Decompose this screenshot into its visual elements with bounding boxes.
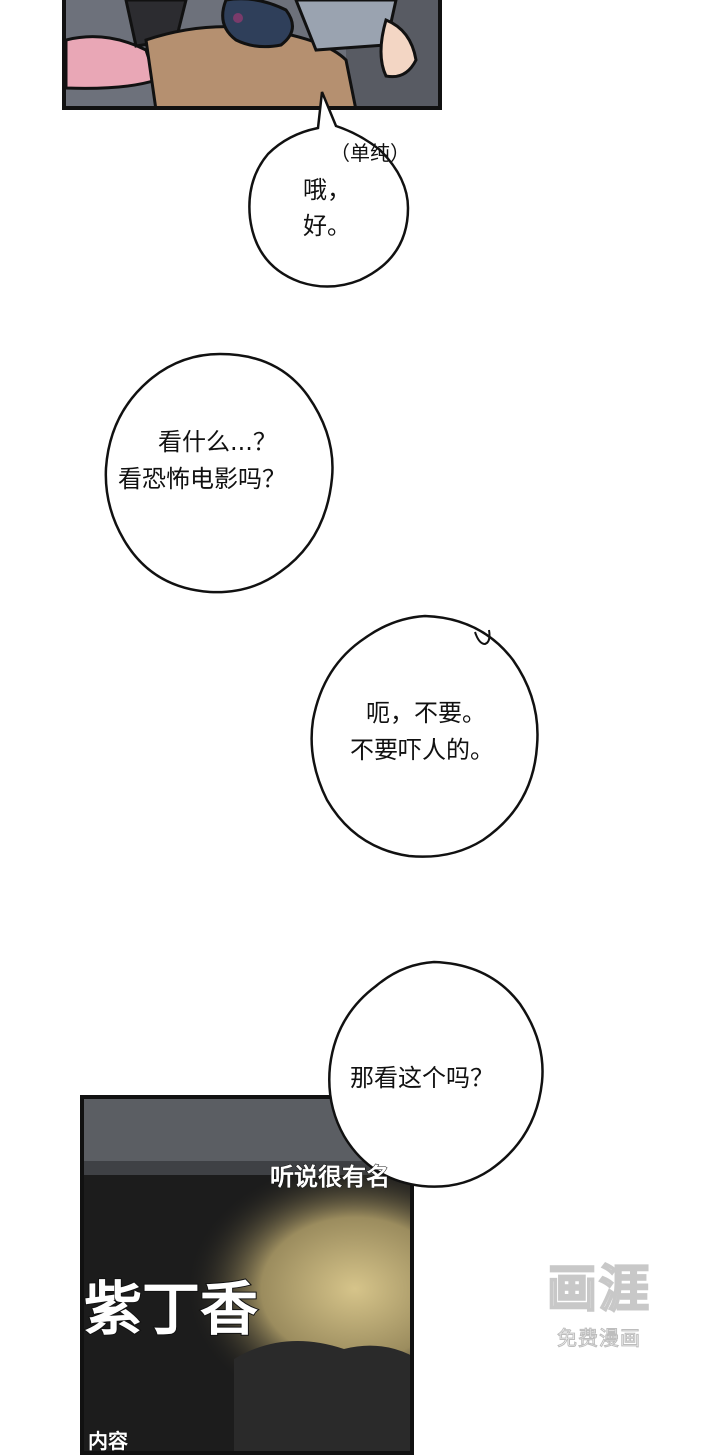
bubble-1-aside: （单纯） <box>330 141 410 165</box>
top-panel-illustration <box>66 0 438 106</box>
bubble-1-line-1: 哦， <box>303 176 351 204</box>
bubble-2-line-1: 看什么...？ <box>158 428 277 456</box>
bubble-2-line-2: 看恐怖电影吗？ <box>118 465 286 493</box>
top-manga-panel <box>62 0 442 110</box>
caption-famous: 听说很有名 <box>270 1163 391 1192</box>
bubble-3-line-2: 不要吓人的。 <box>350 736 494 764</box>
movie-title: 紫丁香 <box>83 1274 259 1344</box>
speech-bubble-1 <box>248 91 410 288</box>
speech-bubble-2 <box>104 352 334 594</box>
speech-bubble-4 <box>328 960 544 1188</box>
bubble-3-line-1: 呃，不要。 <box>366 699 486 727</box>
speech-bubble-3 <box>310 614 539 858</box>
watermark-subtitle: 免费漫画 <box>557 1326 641 1351</box>
bubble-4-line-1: 那看这个吗？ <box>350 1064 494 1092</box>
watermark-logo: 画涯 <box>546 1259 651 1319</box>
watermark: 画涯 免费漫画 <box>538 1255 660 1353</box>
bubble-1-line-2: 好。 <box>303 212 351 240</box>
